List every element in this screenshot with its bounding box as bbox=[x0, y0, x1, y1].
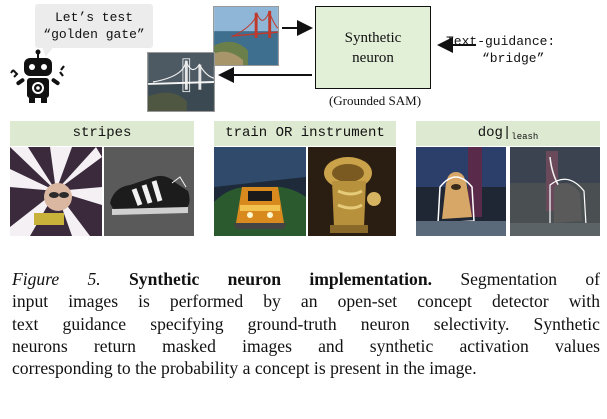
neuron-line1: Synthetic bbox=[344, 29, 402, 46]
golden-gate-masked-photo bbox=[147, 52, 215, 112]
panel-header-dog-leash: dog|leash bbox=[416, 121, 600, 146]
dog-photo bbox=[416, 147, 506, 236]
train-photo bbox=[214, 147, 306, 236]
caption-title: Synthetic neuron implementation. bbox=[128, 269, 433, 289]
caption-line-1: Figure 5. Synthetic neuron implementatio… bbox=[12, 268, 600, 290]
neuron-line2: neuron bbox=[352, 49, 394, 66]
text-guidance: Text-guidance: “bridge” bbox=[446, 33, 606, 67]
panel-header-dog: dog| bbox=[477, 125, 512, 141]
grounded-sam-label: (Grounded SAM) bbox=[328, 93, 422, 108]
panel-header-stripes: stripes bbox=[10, 121, 194, 146]
speech-bubble: Let’s test “golden gate” bbox=[35, 4, 153, 48]
leash-masked-photo bbox=[510, 147, 600, 236]
stripes-umbrella-photo bbox=[10, 147, 102, 236]
golden-gate-photo bbox=[213, 6, 279, 66]
speech-bubble-line1: Let’s test bbox=[54, 10, 133, 25]
caption-line-3: text guidance specifying ground-truth ne… bbox=[12, 313, 600, 334]
caption-line1-rest: Segmentation of bbox=[460, 269, 600, 289]
panel-header-leash: leash bbox=[511, 132, 539, 142]
figure-caption: Figure 5. Synthetic neuron implementatio… bbox=[12, 268, 600, 379]
flow-arrows bbox=[218, 20, 476, 83]
text-guidance-value: “bridge” bbox=[482, 51, 545, 66]
text-guidance-label: Text-guidance: bbox=[446, 34, 556, 49]
caption-line-2: input images is performed by an open-set… bbox=[12, 291, 600, 312]
caption-line-4: neurons return masked images and synthet… bbox=[12, 335, 600, 356]
caption-figure-label: Figure 5. bbox=[12, 269, 101, 289]
speech-bubble-line2: “golden gate” bbox=[43, 27, 145, 42]
caption-line-5: corresponding to the probability a conce… bbox=[12, 358, 477, 379]
tuba-photo bbox=[308, 147, 396, 236]
synthetic-neuron-box: Synthetic neuron bbox=[315, 6, 431, 89]
stripes-sneaker-photo bbox=[104, 147, 194, 236]
robot-icon bbox=[10, 49, 65, 103]
panel-header-train-instrument: train OR instrument bbox=[214, 121, 396, 146]
